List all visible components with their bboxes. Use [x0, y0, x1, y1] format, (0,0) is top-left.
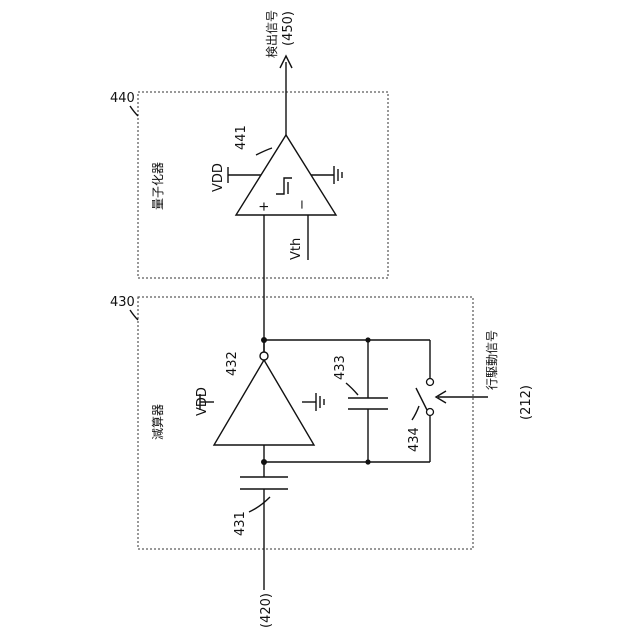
hysteresis-symbol	[276, 178, 292, 194]
minus-sign: −	[295, 199, 310, 210]
plus-sign: +	[257, 201, 272, 212]
vdd-comparator-label: VDD	[211, 163, 226, 192]
cap-433-ref-label: 433	[333, 355, 348, 380]
quantizer-block	[138, 92, 388, 278]
output-ref-label: (450)	[281, 11, 296, 46]
comparator-ref-label: 441	[234, 125, 249, 150]
leader-434	[412, 406, 419, 420]
subtractor-block	[138, 297, 473, 549]
cap-431-ref-label: 431	[233, 511, 248, 536]
amp-ref-label: 432	[225, 351, 240, 376]
leader-441	[256, 148, 272, 155]
quantizer-ref-label: 440	[110, 91, 135, 106]
input-ref-label: (420)	[259, 593, 274, 628]
vdd-amp-label: VDD	[195, 387, 210, 416]
switch-434-blade	[416, 388, 427, 410]
row-drive-ref-label: (212)	[519, 385, 534, 420]
leader-431	[249, 497, 270, 512]
subtractor-name-label: 減算器	[150, 404, 165, 440]
quantizer-name-label: 量子化器	[151, 162, 165, 210]
leader-433	[346, 383, 358, 395]
inverting-bubble	[260, 352, 268, 360]
vth-label: Vth	[289, 238, 304, 260]
row-drive-signal-label: 行駆動信号	[485, 330, 499, 390]
output-signal-label: 検出信号	[265, 10, 279, 58]
switch-contact-top	[427, 379, 434, 386]
subtractor-ref-label: 430	[110, 295, 135, 310]
switch-434-ref-label: 434	[407, 427, 422, 452]
